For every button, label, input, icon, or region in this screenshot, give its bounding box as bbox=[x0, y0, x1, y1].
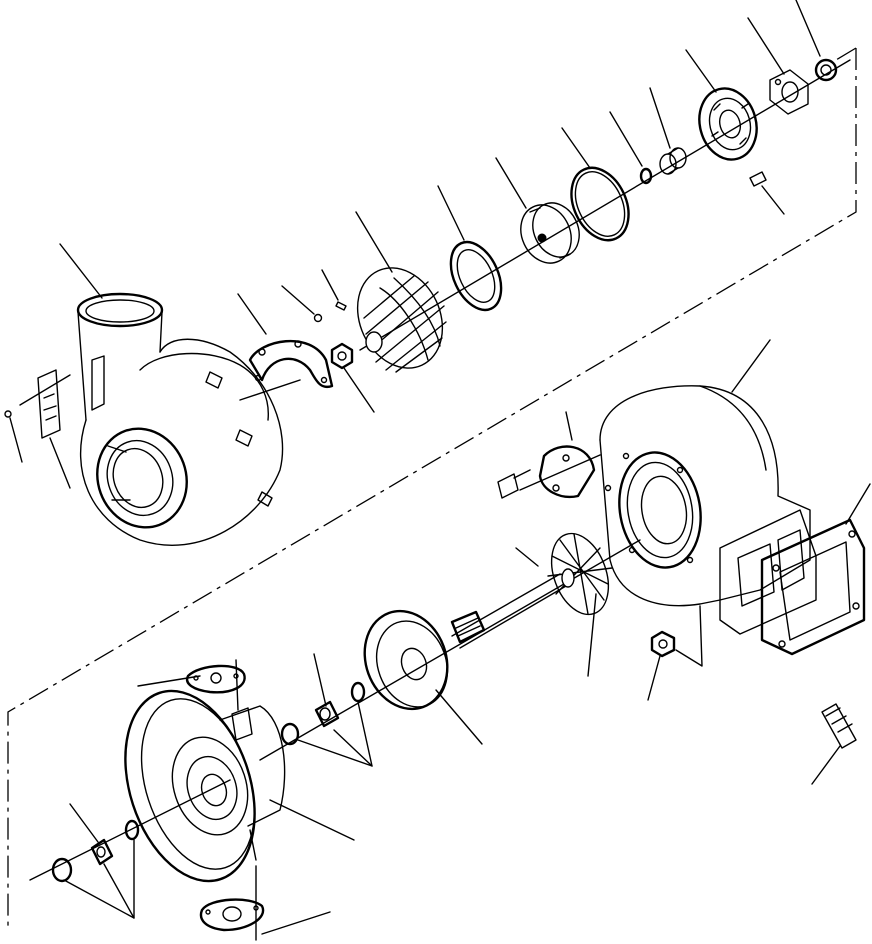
thrust-plate bbox=[248, 339, 334, 389]
piston-ring bbox=[639, 167, 653, 185]
oil-deflector bbox=[769, 69, 809, 115]
oil-drain-gasket bbox=[199, 898, 265, 932]
bearing-screw bbox=[749, 171, 767, 187]
turbine-wheel-shaft bbox=[450, 532, 613, 649]
lock-screw bbox=[313, 301, 347, 323]
inner-retaining-ring bbox=[51, 857, 73, 883]
axis-lines bbox=[19, 59, 851, 881]
turbine-housing bbox=[599, 385, 811, 607]
compressor-nut bbox=[330, 342, 354, 370]
spacer-sleeve bbox=[314, 700, 340, 728]
shaft-seal-ring bbox=[350, 681, 366, 703]
name-plate bbox=[37, 369, 61, 439]
o-ring bbox=[570, 166, 630, 242]
thrust-collar bbox=[659, 147, 687, 175]
compressor-wheel bbox=[356, 267, 447, 373]
end-washer bbox=[814, 58, 838, 82]
compressor-insert bbox=[520, 202, 580, 264]
leader-lines bbox=[9, 0, 871, 941]
retaining-ring bbox=[280, 722, 300, 746]
assembly-frame bbox=[7, 47, 857, 930]
bearing-housing bbox=[124, 689, 286, 883]
journal-bearing bbox=[90, 838, 114, 866]
heat-shield bbox=[363, 609, 449, 711]
snap-ring bbox=[449, 240, 503, 312]
outlet-gasket bbox=[760, 518, 866, 656]
bearing-retainer bbox=[124, 819, 140, 841]
plate-screw bbox=[4, 410, 12, 418]
compressor-housing bbox=[76, 292, 284, 546]
turbine-outlet-flange bbox=[719, 509, 817, 635]
clamp-bolt bbox=[497, 469, 531, 499]
stud bbox=[821, 703, 857, 749]
turbine-nut bbox=[650, 630, 676, 658]
clamp-plate bbox=[538, 445, 596, 499]
thrust-bearing bbox=[698, 87, 758, 161]
oil-inlet-gasket bbox=[185, 664, 246, 694]
